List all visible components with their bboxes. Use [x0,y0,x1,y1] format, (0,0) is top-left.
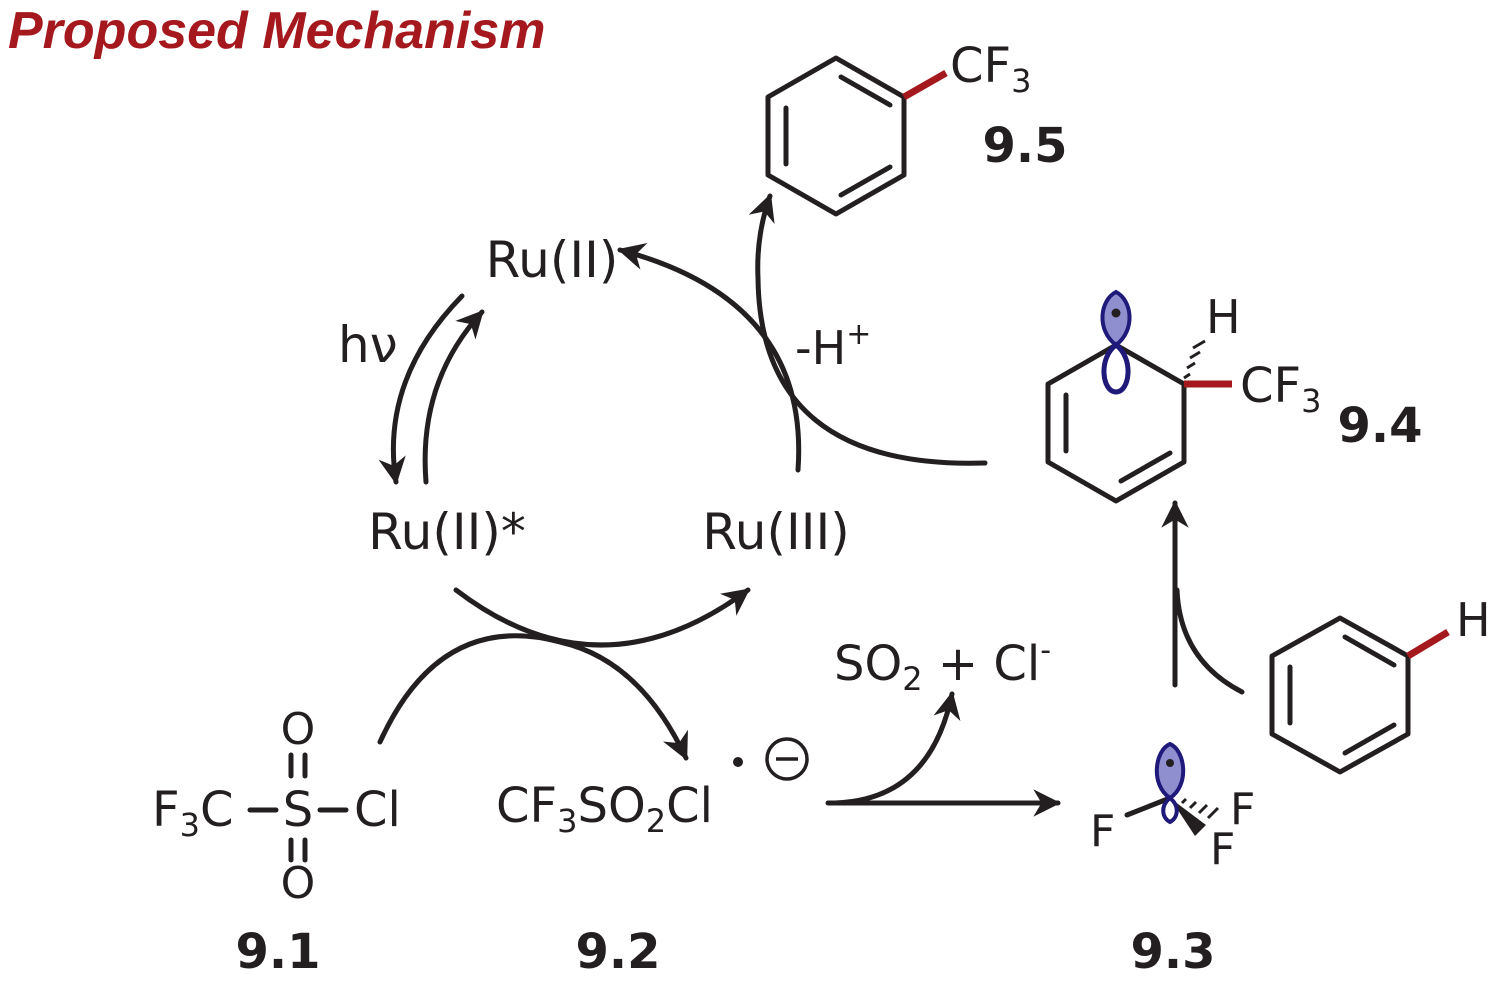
rearomatization-arrow [748,193,988,466]
compound-9-1: O F3C S Cl O 9.1 [152,704,401,980]
oxygen-bottom: O [281,858,316,909]
byproduct-arrow [832,691,961,806]
compound-label-9-1: 9.1 [235,924,320,980]
compound-label-9-5: 9.5 [982,118,1067,174]
compound-label-9-4: 9.4 [1337,398,1422,454]
radical-orbital-icon [1100,289,1132,348]
reduction-arrow [377,633,689,761]
chlorine-atom: Cl [354,782,401,838]
regeneration-arrow [617,243,802,473]
negative-charge-icon [765,737,809,781]
oxygen-top: O [281,704,316,755]
benzene-substrate: H [1269,593,1491,775]
cf3-group: F3C [152,782,233,844]
relaxation-arrow [422,309,485,485]
byproducts-label: SO2 + Cl- [834,633,1051,698]
compound-label-9-2: 9.2 [575,924,660,980]
ru3-label: Ru(III) [702,503,849,561]
ru2-excited-label: Ru(II)* [368,503,526,561]
cf3-group: CF3 [1240,358,1321,420]
radical-dot [733,757,743,767]
compound-9-2: CF3SO2Cl 9.2 [496,737,809,980]
h-atom: H [1206,290,1241,344]
ru2-label: Ru(II) [486,231,619,289]
arene-join-arrow [1174,587,1245,695]
sulfur-atom: S [283,782,313,838]
page-title: Proposed Mechanism [8,2,545,60]
p-orbital-icon [1154,741,1186,801]
compound-9-4: H CF3 9.4 [1045,289,1423,504]
compound-9-3: F F F 9.3 [1090,741,1255,980]
radical-anion-formula: CF3SO2Cl [496,778,713,840]
compound-label-9-3: 9.3 [1130,924,1215,980]
fluorine-bottom: F [1210,824,1235,875]
compound-9-5: CF3 9.5 [765,38,1068,217]
arene-h-atom: H [1456,593,1491,647]
deprotonation-label: -H+ [795,317,871,375]
excitation-arrow [378,293,465,485]
oxidation-arrow [453,587,751,648]
cf3-group: CF3 [950,38,1031,100]
light-label: hν [338,316,398,374]
fluorine-right: F [1230,784,1255,835]
fluorine-left: F [1090,806,1115,857]
